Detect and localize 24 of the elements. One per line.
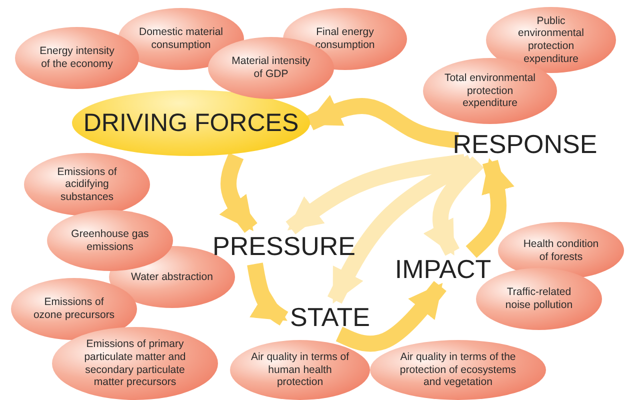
indicator-label: Air quality in terms of human health protection: [250, 351, 350, 389]
stage-label: PRESSURE: [212, 230, 356, 262]
indicator-label: Total environmental protection expenditure: [443, 72, 537, 110]
indicator-label: Traffic-related noise pollution: [504, 286, 574, 312]
indicator-label: Final energy consumption: [314, 26, 376, 52]
curved-arrow: [286, 154, 466, 234]
curved-arrow: [423, 156, 484, 256]
indicator-label: Water abstraction: [131, 270, 213, 284]
indicator-label: Energy intensity of the economy: [38, 45, 116, 71]
stage-label: RESPONSE: [452, 128, 598, 160]
indicator-label: Health condition of forests: [522, 238, 600, 264]
stage-label: IMPACT: [394, 254, 492, 284]
indicator-label: Emissions of acidifying substances: [56, 166, 118, 204]
indicator-label: Emissions of ozone precursors: [32, 296, 116, 322]
indicator-label: Air quality in terms of the protection of ecosystems and vegetation: [398, 351, 518, 389]
curved-arrow: [219, 152, 258, 233]
stage-label: STATE: [290, 302, 370, 332]
indicator-label: Public environmental protection expenditure: [517, 14, 585, 66]
indicator-label: Material intensity of GDP: [230, 55, 312, 81]
stage-label: DRIVING FORCES: [83, 108, 299, 138]
indicator-label: Domestic material consumption: [138, 26, 224, 52]
curved-arrow: [466, 158, 514, 258]
indicator-label: Greenhouse gas emissions: [70, 228, 150, 254]
indicator-label: Emissions of primary particulate matter and secondary particulate matter precursors: [83, 338, 187, 389]
